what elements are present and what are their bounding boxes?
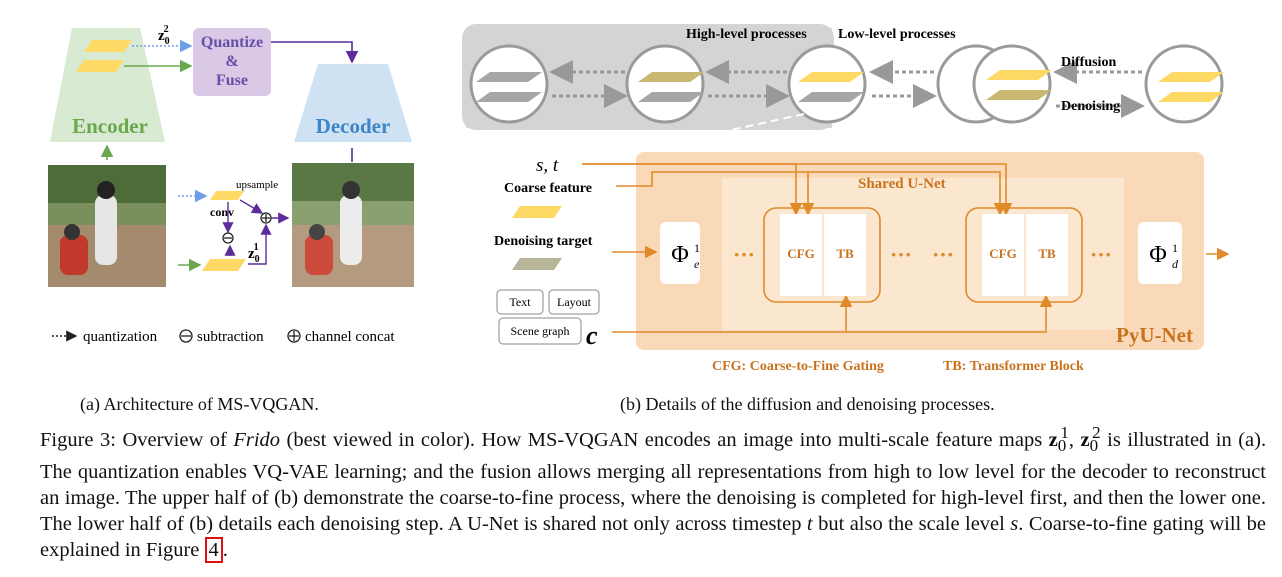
output-image	[292, 163, 414, 287]
svg-text:Text: Text	[509, 295, 531, 309]
svg-text:d: d	[1172, 257, 1179, 271]
upsample-label: upsample	[236, 179, 278, 191]
denoising-label: Denoising	[1061, 99, 1120, 114]
subtraction-symbol	[222, 232, 234, 244]
phi-d-decoder	[1138, 222, 1182, 284]
legend-quantization: quantization	[83, 329, 158, 345]
state-circle-z0-low	[1144, 44, 1224, 124]
feature-map-z01	[76, 60, 124, 72]
low-level-label: Low-level processes	[838, 27, 956, 42]
s-t-label: s, t	[536, 155, 559, 176]
svg-text:···: ···	[1090, 242, 1112, 267]
scene-graph-condition	[498, 317, 582, 345]
encoder-block	[50, 28, 165, 142]
z02-label: z02	[158, 24, 170, 47]
and-label: &	[225, 53, 238, 70]
svg-text:CFG: CFG	[989, 246, 1016, 261]
quantize-label: Quantize	[201, 34, 263, 51]
panel-a-legend: quantization subtraction channel concat	[52, 329, 395, 345]
panel-b: High-level processes Low-level processes	[462, 24, 1230, 374]
condition-c-symbol: c	[586, 321, 598, 350]
state-circle-zt-low	[936, 44, 1052, 124]
unet-stage-1	[763, 207, 881, 303]
text-condition	[496, 289, 544, 315]
input-image	[48, 165, 166, 287]
svg-text:···: ···	[890, 242, 912, 267]
legend-cfg: CFG: Coarse-to-Fine Gating	[712, 359, 884, 374]
caption-frido: Frido	[233, 428, 281, 451]
upsample-arrow	[239, 199, 264, 214]
phi-e-encoder	[660, 222, 700, 284]
svg-text:1: 1	[694, 241, 700, 255]
fuse-label: Fuse	[216, 72, 248, 89]
unet-stage-2	[965, 207, 1083, 303]
denoising-target-label: Denoising target	[494, 234, 593, 249]
svg-text:···: ···	[932, 242, 954, 267]
quantize-fuse-block	[193, 28, 271, 96]
quantized-feature-z02	[210, 191, 244, 200]
state-circle-zT	[469, 44, 549, 124]
feature-map-z02	[84, 40, 132, 52]
feature-map-z01-mid	[202, 259, 246, 271]
svg-text:TB: TB	[1038, 246, 1056, 261]
svg-text:TB: TB	[836, 246, 854, 261]
conv-label: conv	[210, 205, 234, 219]
cfg-block-1	[780, 214, 822, 296]
coarse-feature-map	[512, 206, 562, 218]
decoder-block	[294, 64, 412, 142]
figure-4-link[interactable]: 4	[204, 536, 223, 563]
svg-text:Φ: Φ	[671, 242, 689, 268]
subcaption-a: (a) Architecture of MS-VQGAN.	[80, 394, 319, 414]
svg-text:Φ: Φ	[1149, 242, 1167, 268]
shared-unet-label: Shared U-Net	[858, 176, 946, 192]
svg-text:e: e	[694, 257, 700, 271]
layout-condition	[548, 289, 600, 315]
svg-text:Layout: Layout	[557, 295, 592, 309]
legend-tb: TB: Transformer Block	[943, 359, 1084, 374]
figure-3: Encoder Quantize & Fuse z02 Decoder	[48, 24, 1230, 374]
coarse-feature-label: Coarse feature	[504, 181, 592, 196]
svg-text:CFG: CFG	[787, 246, 814, 261]
diffusion-label: Diffusion	[1061, 55, 1116, 70]
decoder-label: Decoder	[316, 114, 391, 138]
denoising-target-map	[512, 258, 562, 270]
caption-label: Figure 3:	[40, 428, 116, 451]
encoder-label: Encoder	[72, 114, 148, 138]
tb-block-2	[1026, 214, 1068, 296]
svg-text:Scene graph: Scene graph	[511, 324, 570, 338]
legend-channel-concat: channel concat	[305, 329, 395, 345]
high-level-label: High-level processes	[686, 27, 807, 42]
svg-text:1: 1	[1172, 241, 1178, 255]
state-circle-z0-high	[787, 44, 867, 124]
subcaption-b: (b) Details of the diffusion and denoisi…	[620, 394, 995, 414]
svg-text:···: ···	[733, 242, 755, 267]
legend-subtraction: subtraction	[197, 329, 264, 345]
z01-label: z01	[248, 242, 260, 265]
fuse-to-decoder-arrow	[271, 41, 359, 64]
tb-block-1	[824, 214, 866, 296]
panel-a: Encoder Quantize & Fuse z02 Decoder	[48, 24, 414, 345]
pyunet-label: PyU-Net	[1116, 323, 1193, 347]
figure-caption: Figure 3: Overview of Frido (best viewed…	[40, 423, 1267, 563]
cfg-block-2	[982, 214, 1024, 296]
state-circle-zt-high	[625, 44, 705, 124]
